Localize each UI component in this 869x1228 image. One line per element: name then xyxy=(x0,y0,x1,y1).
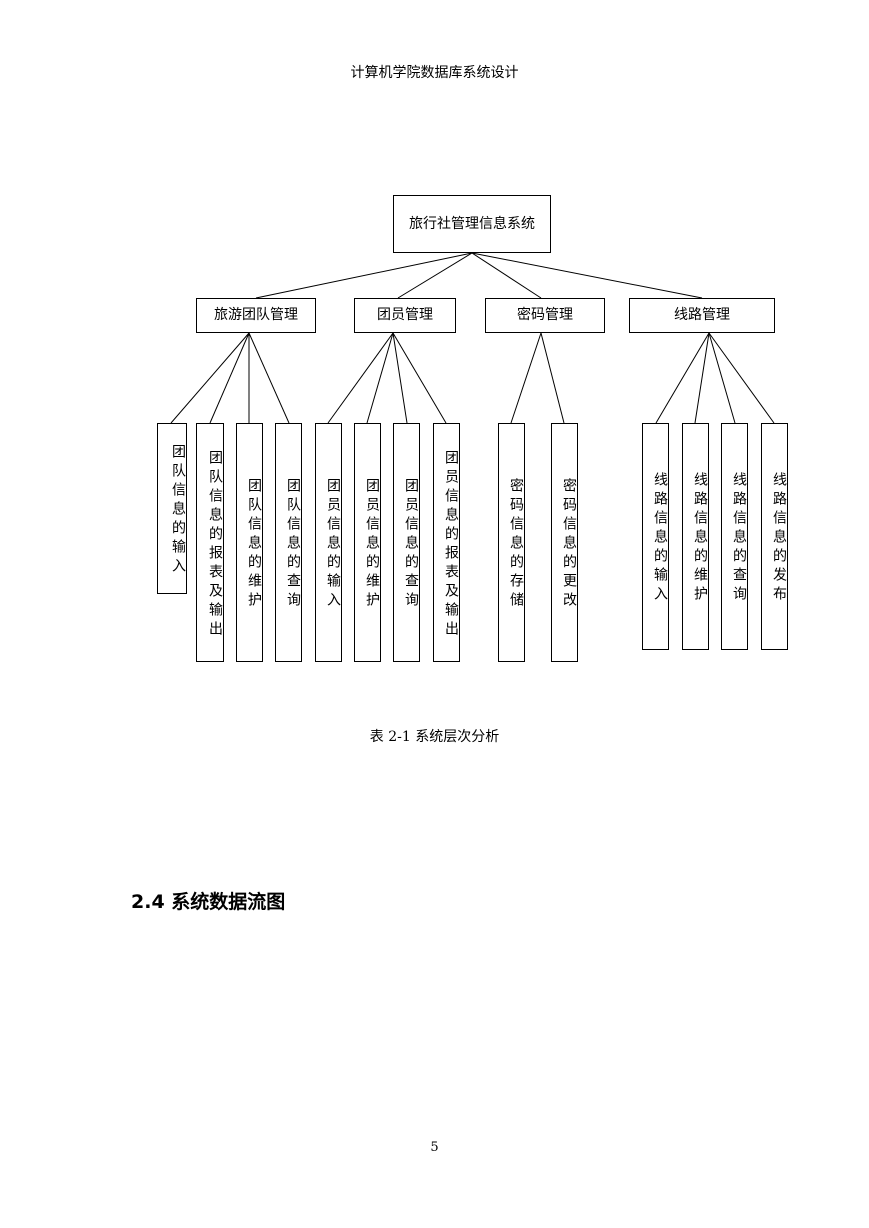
leaf-box: 团员信息的查询 xyxy=(393,423,420,662)
leaf-label: 密码信息的更改 xyxy=(561,478,577,611)
leaf-label: 团队信息的查询 xyxy=(285,478,301,611)
module-box-route: 线路管理 xyxy=(629,298,775,333)
hierarchy-connectors xyxy=(170,252,775,424)
leaf-box: 线路信息的维护 xyxy=(682,423,709,650)
leaf-box: 团员信息的输入 xyxy=(315,423,342,662)
leaf-label: 线路信息的查询 xyxy=(731,472,747,605)
leaf-box: 团队信息的查询 xyxy=(275,423,302,662)
leaf-label: 线路信息的维护 xyxy=(692,472,708,605)
leaf-label: 团队信息的输入 xyxy=(170,444,186,577)
table-caption: 表 2-1 系统层次分析 xyxy=(369,729,500,745)
root-system-box: 旅行社管理信息系统 xyxy=(393,195,551,253)
section-heading: 2.4 系统数据流图 xyxy=(131,891,286,913)
module-box-tour-group: 旅游团队管理 xyxy=(196,298,316,333)
leaf-box: 密码信息的更改 xyxy=(551,423,578,662)
module-box-member: 团员管理 xyxy=(354,298,456,333)
leaf-label: 团员信息的报表及输出 xyxy=(443,449,459,640)
page-header: 计算机学院数据库系统设计 xyxy=(350,65,519,81)
leaf-label: 团员信息的输入 xyxy=(325,478,341,611)
module-label: 旅游团队管理 xyxy=(214,307,298,323)
leaf-label: 团员信息的维护 xyxy=(364,478,380,611)
leaf-box: 密码信息的存储 xyxy=(498,423,525,662)
leaf-box: 团队信息的输入 xyxy=(157,423,187,594)
leaf-box: 线路信息的输入 xyxy=(642,423,669,650)
leaf-box: 团员信息的维护 xyxy=(354,423,381,662)
leaf-box: 线路信息的发布 xyxy=(761,423,788,650)
leaf-label: 团员信息的查询 xyxy=(403,478,419,611)
leaf-box: 团队信息的报表及输出 xyxy=(196,423,224,662)
leaf-label: 团队信息的报表及输出 xyxy=(207,449,223,640)
leaf-box: 线路信息的查询 xyxy=(721,423,748,650)
leaf-label: 线路信息的发布 xyxy=(771,472,787,605)
leaf-label: 密码信息的存储 xyxy=(508,478,524,611)
leaf-box: 团队信息的维护 xyxy=(236,423,263,662)
module-box-password: 密码管理 xyxy=(485,298,605,333)
module-label: 密码管理 xyxy=(517,307,573,323)
page-number: 5 xyxy=(430,1140,439,1155)
leaf-label: 线路信息的输入 xyxy=(652,472,668,605)
root-system-label: 旅行社管理信息系统 xyxy=(409,215,535,232)
leaf-box: 团员信息的报表及输出 xyxy=(433,423,460,662)
leaf-label: 团队信息的维护 xyxy=(246,478,262,611)
module-label: 团员管理 xyxy=(377,307,433,323)
module-label: 线路管理 xyxy=(674,307,730,323)
